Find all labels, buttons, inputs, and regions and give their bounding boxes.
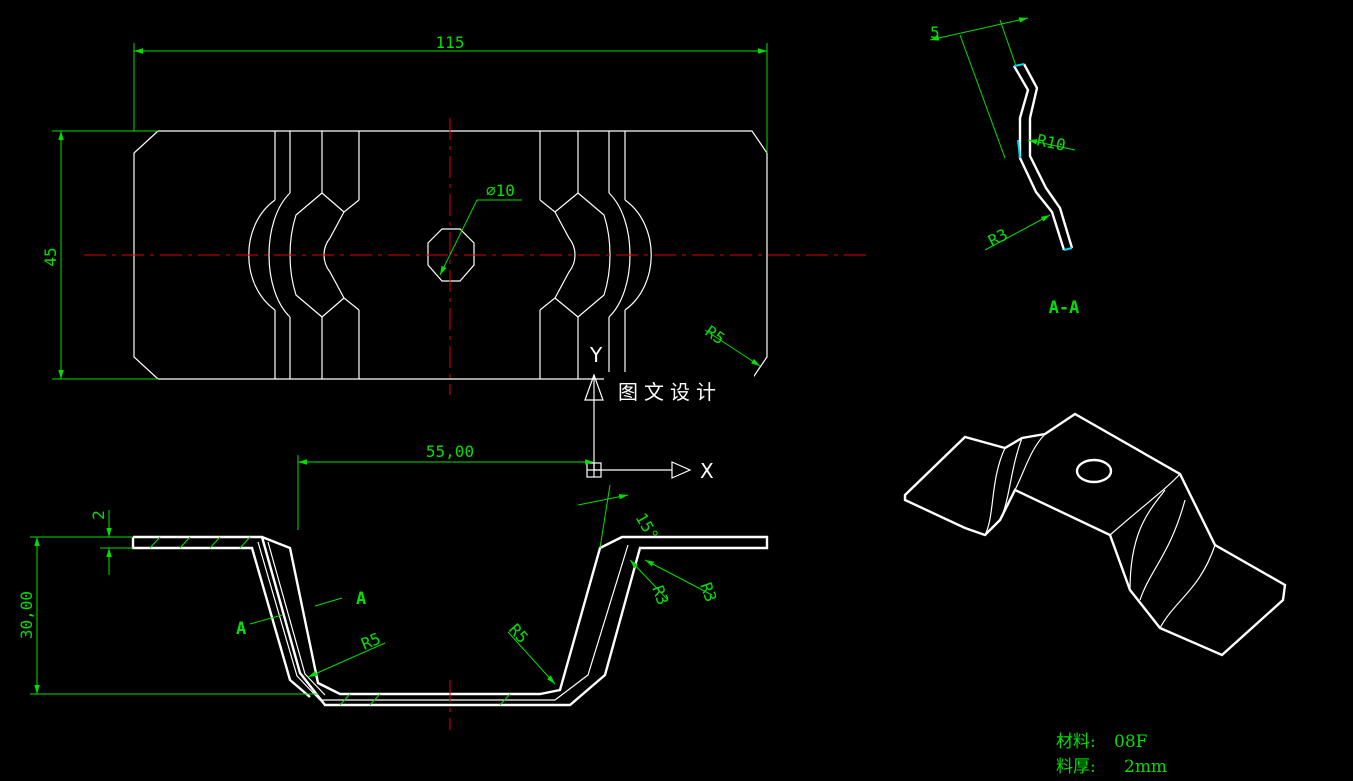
- dim-corner-radius: R5: [702, 322, 761, 367]
- dim-thickness: 2: [89, 510, 133, 575]
- dim-half-length-text: 55,00: [426, 442, 474, 461]
- dim-45-text: 45: [41, 247, 60, 266]
- dim-corner-r5-text: R5: [702, 322, 729, 349]
- dim-hole-diameter: ⌀10: [439, 181, 522, 276]
- top-view: [84, 118, 868, 395]
- section-markers: A A: [236, 589, 366, 639]
- dim-thickness-text: 2: [89, 510, 108, 520]
- dim-bottom-radii: R5 R5: [307, 620, 556, 685]
- dim-bend-radii: R3 R3: [629, 559, 721, 608]
- dim-section-r3-text: R3: [985, 225, 1011, 251]
- dim-bottom-r5-left-text: R5: [358, 629, 383, 654]
- dim-bend-r3-inner-text: R3: [648, 583, 672, 608]
- thickness-label: 料厚:: [1056, 757, 1096, 777]
- material-label: 材料:: [1056, 732, 1096, 752]
- material-value: 08F: [1114, 732, 1148, 752]
- dim-half-length: 55,00: [297, 442, 594, 530]
- hatching: [149, 536, 511, 706]
- section-title: A-A: [1049, 298, 1080, 318]
- ucs-x-label: X: [700, 459, 714, 483]
- iso-hole: [1075, 458, 1113, 484]
- ucs-icon: Y X: [584, 343, 714, 483]
- dim-section-5-text: 5: [930, 23, 940, 42]
- ucs-y-label: Y: [589, 343, 603, 367]
- center-hole: [427, 228, 475, 282]
- dim-overall-length: 115: [133, 33, 768, 153]
- material-notes: 材料: 08F 料厚: 2mm: [1056, 732, 1167, 777]
- watermark-text: 图文设计: [618, 380, 722, 404]
- dim-depth: 30,00: [17, 536, 318, 695]
- isometric-view: [903, 412, 1287, 657]
- dim-depth-text: 30,00: [17, 591, 36, 639]
- dim-115-text: 115: [436, 33, 465, 52]
- dim-section-r10-text: R10: [1035, 130, 1067, 155]
- dim-overall-width: 45: [41, 130, 158, 380]
- section-view-aa: 5 R10 R3 A-A: [929, 17, 1080, 318]
- section-marker-a-right: A: [356, 589, 366, 609]
- dim-bend-r3-outer-text: R3: [696, 580, 720, 605]
- front-view: [131, 535, 769, 730]
- watermark-bg: [604, 372, 754, 408]
- dim-bottom-r5-right-text: R5: [505, 620, 532, 647]
- dim-hole-text: ⌀10: [486, 181, 515, 200]
- dim-angle-text: 15°: [632, 510, 663, 545]
- section-marker-a-left: A: [236, 619, 246, 639]
- thickness-value: 2mm: [1124, 757, 1167, 777]
